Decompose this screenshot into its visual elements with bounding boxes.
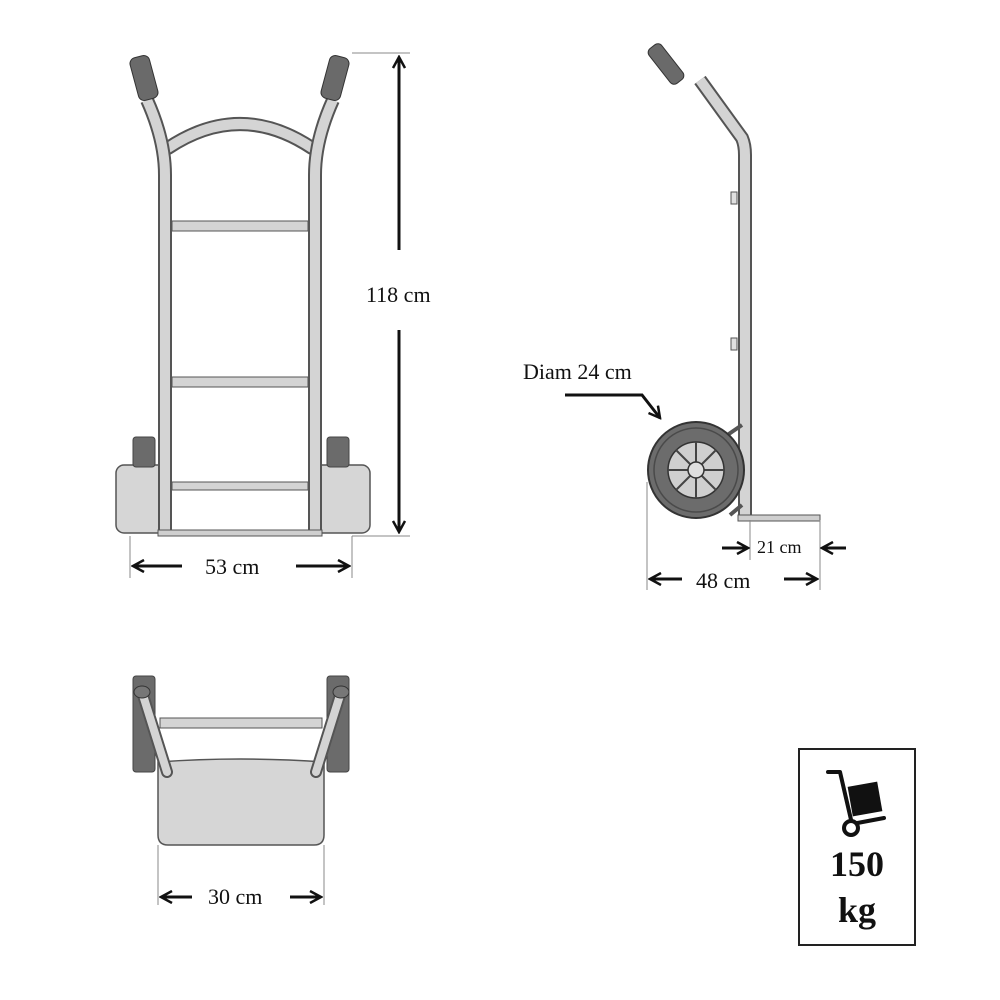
- top-view: [132, 675, 350, 905]
- depth-label: 48 cm: [696, 568, 751, 593]
- capacity-unit: kg: [837, 890, 877, 930]
- hand-truck-icon: [826, 770, 886, 837]
- side-view: [565, 43, 846, 590]
- height-label: 118 cm: [366, 282, 431, 307]
- width-label: 53 cm: [205, 554, 260, 579]
- nose-plate-label: 21 cm: [757, 537, 802, 557]
- wheel-diameter-label: Diam 24 cm: [523, 359, 632, 384]
- load-capacity-badge: 150 kg: [798, 748, 916, 946]
- plate-width-label: 30 cm: [208, 884, 263, 909]
- front-view: [115, 52, 410, 578]
- capacity-value: 150: [830, 844, 884, 884]
